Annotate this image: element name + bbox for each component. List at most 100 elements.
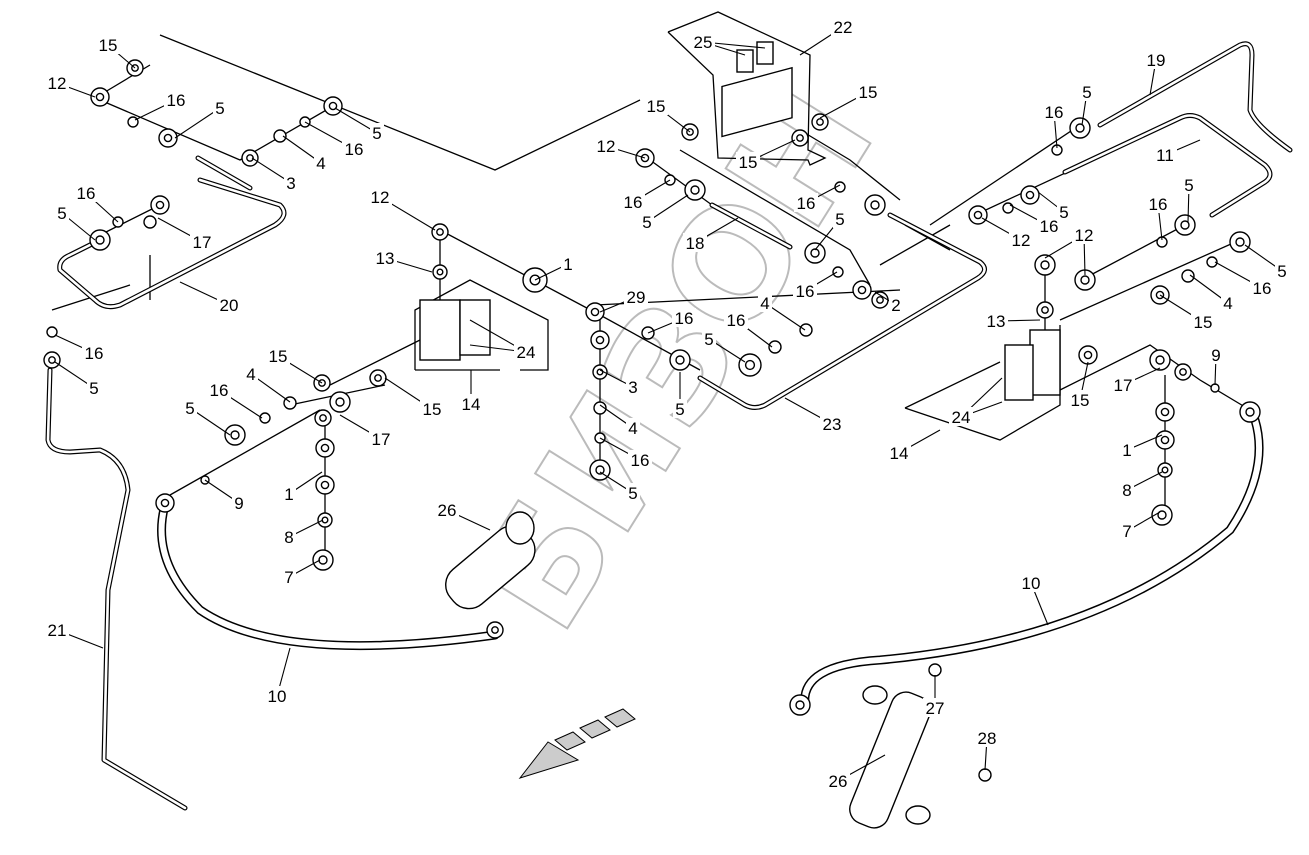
callout-bg	[282, 527, 296, 546]
solenoid-fitting	[736, 49, 754, 73]
tube-inner	[58, 178, 286, 308]
valve-block	[1029, 329, 1061, 396]
callout-bg	[628, 450, 652, 469]
fitting-bore	[1041, 306, 1049, 314]
callout-bg	[887, 443, 911, 462]
callout-number: 22	[834, 18, 853, 37]
callout-bg	[826, 771, 850, 790]
callout-number: 16	[727, 311, 746, 330]
callout-number: 5	[1277, 262, 1286, 281]
fitting-bore	[876, 296, 884, 304]
callout-number: 8	[1122, 481, 1131, 500]
callout-number: 29	[627, 288, 646, 307]
callout-bg	[96, 35, 120, 54]
callout-number: 1	[1122, 441, 1131, 460]
fitting-bore	[319, 414, 327, 422]
fitting	[1210, 383, 1220, 393]
callout-bg	[1275, 261, 1289, 280]
callout-number: 12	[597, 137, 616, 156]
bracket-outline	[414, 279, 549, 371]
callout-number: 18	[686, 234, 705, 253]
fitting-bore	[1160, 407, 1170, 417]
callout-number: 16	[167, 91, 186, 110]
fitting-bore	[690, 185, 700, 195]
tube	[45, 367, 188, 811]
callout-number: 20	[220, 296, 239, 315]
valve-body	[1004, 344, 1034, 401]
fitting-bore	[857, 285, 867, 295]
callout-bg	[831, 17, 855, 36]
fitting-bore	[973, 210, 983, 220]
callout-bg	[420, 399, 444, 418]
callout-number: 16	[1253, 279, 1272, 298]
callout-number: 17	[1114, 376, 1133, 395]
callout-number: 26	[438, 501, 457, 520]
callout-bg	[626, 418, 640, 437]
fitting-bore	[1155, 355, 1165, 365]
callout-number: 11	[1156, 146, 1174, 165]
tube-inner	[1098, 42, 1292, 152]
callout-number: 16	[345, 140, 364, 159]
callout-bg	[45, 620, 69, 639]
callout-bg	[856, 82, 880, 101]
callout-bg	[1019, 573, 1043, 592]
callout-number: 4	[628, 419, 637, 438]
callout-number: 5	[215, 99, 224, 118]
fitting-bore	[95, 235, 105, 245]
fitting-bore	[491, 626, 499, 634]
callout-bg	[1182, 175, 1196, 194]
callout-number: 7	[284, 568, 293, 587]
fitting-bore	[1180, 220, 1190, 230]
callout-bg	[691, 32, 715, 51]
callout-number: 16	[1149, 195, 1168, 214]
callout-bg	[683, 233, 707, 252]
fitting	[978, 768, 992, 782]
callout-number: 16	[796, 282, 815, 301]
callout-number: 2	[891, 296, 900, 315]
callout-number: 4	[246, 365, 255, 384]
callout-bg	[724, 310, 748, 329]
fitting	[768, 340, 782, 354]
callout-number: 12	[48, 74, 67, 93]
callout-number: 28	[978, 729, 997, 748]
callout-number: 15	[99, 36, 118, 55]
callout-number: 5	[628, 484, 637, 503]
callout-number: 23	[823, 415, 842, 434]
fitting-bore	[795, 700, 805, 710]
hose-inner	[158, 502, 498, 649]
fitting-bore	[436, 228, 444, 236]
fitting-bore	[230, 430, 240, 440]
callout-bg	[232, 493, 246, 512]
callout-bg	[190, 232, 214, 251]
callout-number: 4	[316, 154, 325, 173]
callout-bg	[736, 152, 760, 171]
fitting-bore	[744, 359, 756, 371]
fitting	[46, 326, 58, 338]
callout-number: 14	[890, 444, 909, 463]
fitting-bore	[328, 101, 338, 111]
callout-number: 12	[1075, 226, 1094, 245]
fitting-bore	[318, 555, 328, 565]
callout-bg	[1120, 480, 1134, 499]
fitting-bore	[595, 465, 605, 475]
fitting	[273, 129, 287, 143]
callout-number: 5	[1184, 176, 1193, 195]
callout-bg	[207, 380, 231, 399]
callout-bg	[266, 346, 290, 365]
pipe-line	[1059, 344, 1251, 411]
callout-number: 16	[85, 344, 104, 363]
fitting	[1206, 256, 1218, 268]
callout-bg	[45, 73, 69, 92]
pipe-line	[929, 124, 1081, 226]
callout-bg	[1146, 194, 1170, 213]
callout-number: 26	[829, 772, 848, 791]
callout-number: 4	[1223, 294, 1232, 313]
callout-number: 15	[859, 83, 878, 102]
fitting-bore	[335, 397, 345, 407]
callout-number: 3	[286, 174, 295, 193]
callout-bg	[984, 311, 1008, 330]
callout-bg	[314, 153, 328, 172]
callout-number: 13	[376, 249, 395, 268]
direction-arrow-segment	[579, 719, 611, 739]
callout-bg	[369, 429, 393, 448]
